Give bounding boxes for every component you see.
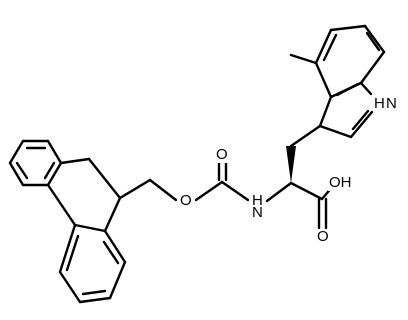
- atom-acid-hydroxyl: OH: [328, 174, 353, 191]
- amino-acid-backbone: [265, 124, 335, 230]
- atom-amide-nitrogen: N: [251, 204, 264, 221]
- atom-acid-oxygen: O: [316, 228, 330, 245]
- atom-carbonyl-oxygen: O: [215, 146, 229, 163]
- methyl-group: [289, 53, 318, 65]
- stereo-wedge-bond: [286, 146, 296, 183]
- atom-indole-nitrogen: N: [385, 95, 398, 112]
- atom-indole-hydrogen: H: [373, 95, 386, 112]
- fluorene-upper-ring: [8, 139, 63, 187]
- fluorene-lower-ring: [58, 223, 127, 304]
- fluorene-five-ring: [46, 157, 122, 233]
- atom-ester-oxygen: O: [179, 192, 193, 209]
- indole-benzene-ring: [314, 24, 386, 99]
